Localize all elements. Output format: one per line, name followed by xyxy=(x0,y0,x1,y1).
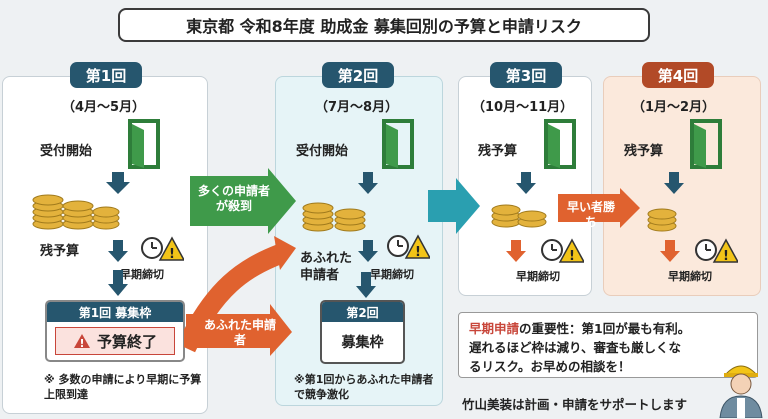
round2-note: ※第1回からあふれた申請者で競争激化 xyxy=(294,373,434,401)
round2-start-label: 受付開始 xyxy=(296,144,349,159)
round2-period: （7月～8月） xyxy=(315,100,399,115)
round4-budget-label: 残予算 xyxy=(624,144,664,159)
round4-deadline-label: 早期締切 xyxy=(668,270,712,283)
down-arrow-icon xyxy=(506,240,526,262)
info-line-3: るリスク。お早めの相談を！ xyxy=(469,359,631,374)
clock-warning-icon: ! xyxy=(141,236,184,262)
door-icon xyxy=(544,119,576,169)
down-arrow-icon xyxy=(516,172,536,194)
round3-badge: 第3回 xyxy=(490,62,562,88)
round4-badge: 第4回 xyxy=(642,62,714,88)
svg-text:!: ! xyxy=(569,249,575,264)
green-arrow-icon xyxy=(190,168,296,234)
round2-recruitment-box: 第2回 募集枠 xyxy=(320,300,405,364)
info-line-1: 早期申請の重要性：第1回が最も有利。 xyxy=(469,319,747,338)
budget-ended-banner: ! 予算終了 xyxy=(55,327,175,355)
round1-recruitment-box: 第1回 募集枠 ! 予算終了 xyxy=(45,300,185,362)
svg-text:!: ! xyxy=(415,245,421,260)
coins-icon xyxy=(491,204,547,228)
worker-icon xyxy=(719,365,763,418)
round2-deadline-label: 早期締切 xyxy=(370,268,414,281)
down-arrow-icon xyxy=(106,172,130,194)
door-icon xyxy=(690,119,722,169)
svg-text:!: ! xyxy=(169,247,175,262)
door-icon xyxy=(382,119,414,169)
warning-icon: ! xyxy=(73,334,90,349)
coins-icon xyxy=(647,208,677,232)
round1-note: ※ 多数の申請により早期に予算上限到達 xyxy=(44,373,202,401)
round3-budget-label: 残予算 xyxy=(478,144,518,159)
coins-icon xyxy=(302,202,366,232)
orange-arrow-icon xyxy=(558,188,640,228)
down-arrow-icon xyxy=(358,240,378,262)
page-title: 東京都 令和8年度 助成金 募集回別の予算と申請リスク xyxy=(118,8,650,42)
round4-period: （1月～2月） xyxy=(632,100,716,115)
overflow-applicants-label: あふれた申請者 xyxy=(204,318,277,347)
info-line-1-rest: の重要性：第1回が最も有利。 xyxy=(519,321,691,336)
round1-deadline-label: 早期締切 xyxy=(120,268,164,281)
many-applicants-label: 多くの申請者が殺到 xyxy=(197,184,270,213)
svg-text:!: ! xyxy=(723,249,729,264)
round1-badge: 第1回 xyxy=(70,62,142,88)
teal-arrow-icon xyxy=(428,178,480,234)
info-highlight: 早期申請 xyxy=(469,321,520,336)
down-arrow-icon xyxy=(358,172,378,194)
round2-overflow-label: あふれた申請者 xyxy=(300,251,353,283)
clock-warning-icon: ! xyxy=(541,238,584,264)
info-line-2: 遅れるほど枠は減り、審査も厳しくな xyxy=(469,340,682,355)
first-come-label: 早い者勝ち xyxy=(566,200,615,229)
budget-ended-text: 予算終了 xyxy=(96,332,157,351)
down-arrow-icon xyxy=(664,172,684,194)
door-icon xyxy=(128,119,160,169)
round3-period: （10月～11月） xyxy=(472,100,574,115)
clock-warning-icon: ! xyxy=(695,238,738,264)
down-arrow-icon xyxy=(108,240,128,262)
down-arrow-icon xyxy=(660,240,680,262)
round1-budget-label: 残予算 xyxy=(40,244,80,259)
round3-deadline-label: 早期締切 xyxy=(516,270,560,283)
round1-start-label: 受付開始 xyxy=(40,144,93,159)
round2-recruitment-body: 募集枠 xyxy=(341,335,384,351)
down-arrow-icon xyxy=(356,272,376,298)
svg-text:!: ! xyxy=(79,337,84,349)
down-arrow-icon xyxy=(108,270,128,296)
orange-curved-arrow-icon xyxy=(184,236,296,356)
clock-warning-icon: ! xyxy=(387,234,430,260)
coins-icon xyxy=(32,194,120,230)
round2-badge: 第2回 xyxy=(322,62,394,88)
footer-text: 竹山美装は計画・申請をサポートします xyxy=(462,397,688,412)
importance-info-box: 早期申請の重要性：第1回が最も有利。 遅れるほど枠は減り、審査も厳しくな るリス… xyxy=(458,312,758,378)
round1-recruitment-header: 第1回 募集枠 xyxy=(47,302,183,322)
round1-period: （4月～5月） xyxy=(62,100,146,115)
round2-recruitment-header: 第2回 xyxy=(322,302,403,322)
